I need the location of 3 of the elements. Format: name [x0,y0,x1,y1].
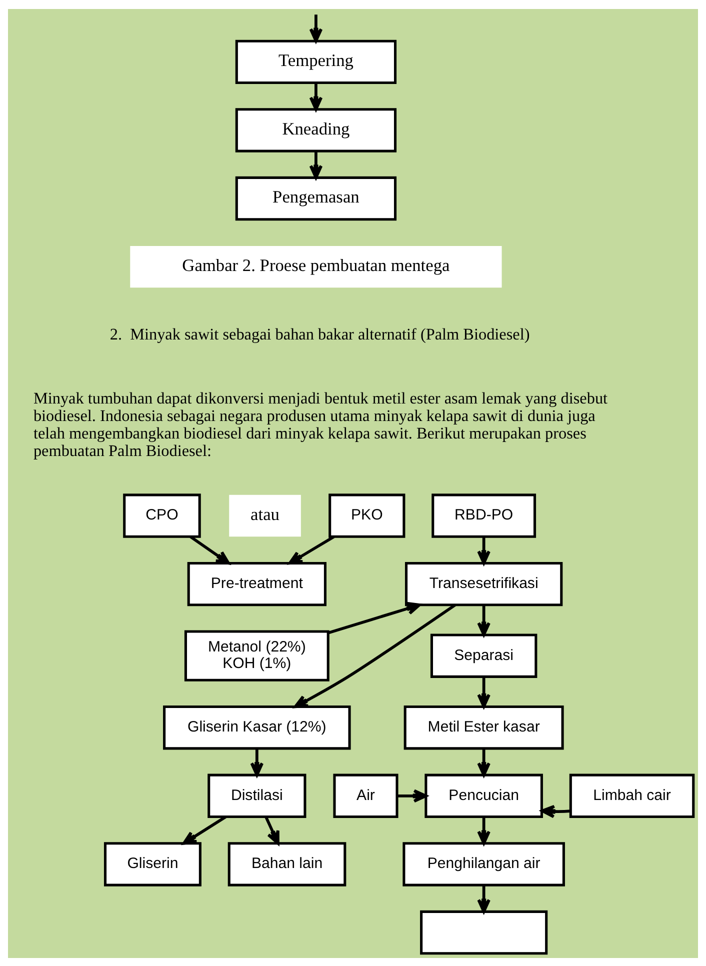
label: 2. Minyak sawit sebagai bahan bakar alternatif (Palm Biodiesel) [110,324,530,343]
label: Gambar 2. Proese pembuatan mentega [182,255,450,274]
label: Minyak tumbuhan dapat dikonversi menjadi bentuk metil ester asam lemak yang disebut biodiesel. Indonesia sebagai negara produsen utama minyak kelapa sawit di dunia juga telah mengembangkan biodiesel dari minyak kelapa sawit. Berikut merupakan proses pembuatan Palm Biodiesel: [33,389,608,460]
